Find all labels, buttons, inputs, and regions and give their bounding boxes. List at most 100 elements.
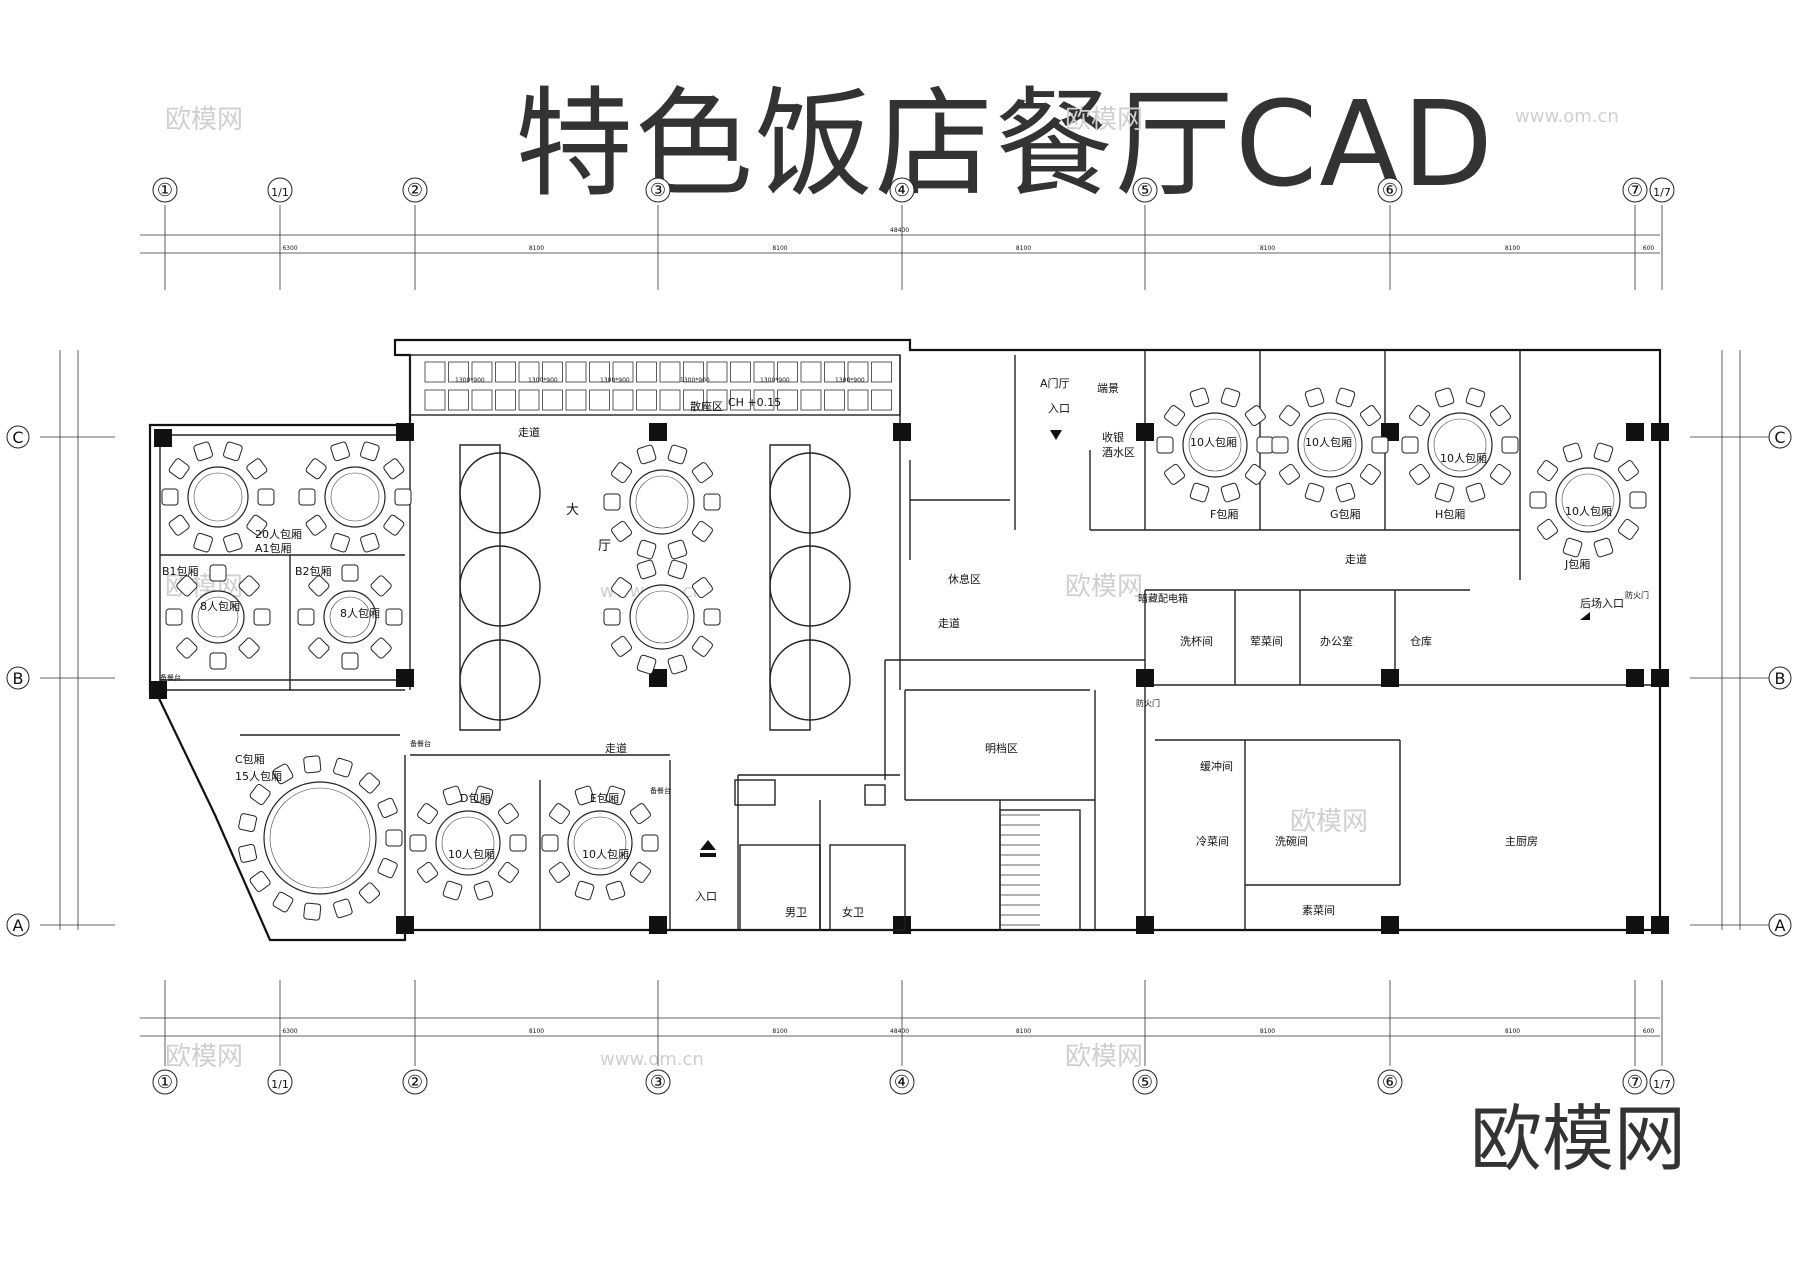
chair bbox=[193, 441, 213, 462]
room-label: A1包厢 bbox=[255, 542, 292, 555]
svg-text:1/7: 1/7 bbox=[1653, 186, 1671, 199]
chair bbox=[305, 458, 327, 480]
room-label: 备餐台 bbox=[410, 739, 431, 748]
chair bbox=[409, 834, 427, 852]
grid-axis-marker: ① bbox=[152, 177, 178, 203]
chair bbox=[1629, 491, 1647, 509]
watermark: 欧模网 bbox=[1065, 1042, 1143, 1072]
room-label: 暗藏配电箱 bbox=[1138, 592, 1188, 605]
room-label: 走道 bbox=[938, 616, 960, 630]
structural-column bbox=[1626, 423, 1644, 441]
room-label: 大 bbox=[566, 503, 579, 518]
chair bbox=[341, 652, 359, 670]
svg-text:①: ① bbox=[157, 180, 173, 201]
svg-text:⑥: ⑥ bbox=[1382, 1072, 1398, 1093]
dim-total: 48400 bbox=[890, 227, 909, 234]
chair bbox=[1335, 482, 1356, 503]
round-table bbox=[603, 559, 721, 675]
grid-axis-marker: ③ bbox=[645, 1069, 671, 1095]
grid-axis-marker: ⑥ bbox=[1377, 177, 1403, 203]
room-label: 仓库 bbox=[1410, 634, 1432, 648]
chair bbox=[611, 520, 633, 542]
room-label: B2包厢 bbox=[295, 565, 332, 578]
room-label: B1包厢 bbox=[162, 565, 199, 578]
watermark: 欧模网 bbox=[165, 105, 243, 135]
staircase bbox=[999, 809, 1081, 931]
room-label: G包厢 bbox=[1330, 508, 1361, 521]
room-label: 8人包厢 bbox=[200, 600, 240, 613]
chair bbox=[1189, 482, 1210, 503]
room-label: 走道 bbox=[605, 741, 627, 755]
chair bbox=[1271, 436, 1289, 454]
chair bbox=[667, 539, 688, 560]
structural-column bbox=[1381, 916, 1399, 934]
room-label: 20人包厢 bbox=[255, 528, 302, 541]
svg-text:④: ④ bbox=[894, 1072, 910, 1093]
round-table bbox=[409, 785, 527, 901]
grid-axis-marker: ② bbox=[402, 177, 428, 203]
chair bbox=[308, 637, 330, 659]
round-table bbox=[1156, 387, 1274, 503]
chair bbox=[305, 514, 327, 536]
chair bbox=[298, 488, 316, 506]
dim-label: 8100 bbox=[1505, 1028, 1520, 1035]
room-label: 10人包厢 bbox=[1305, 436, 1352, 449]
chair bbox=[1279, 463, 1301, 485]
room-label: 走道 bbox=[1345, 552, 1367, 566]
chair bbox=[1164, 405, 1186, 427]
round-table bbox=[603, 444, 721, 560]
chair bbox=[377, 857, 398, 879]
room-label: D包厢 bbox=[460, 792, 490, 805]
chair bbox=[383, 514, 405, 536]
room-label: 10人包厢 bbox=[1565, 505, 1612, 518]
room-label: 洗杯间 bbox=[1180, 634, 1213, 648]
chair bbox=[249, 871, 271, 892]
chair bbox=[370, 637, 392, 659]
dim-label: 8100 bbox=[529, 1028, 544, 1035]
room-label: 休息区 bbox=[948, 572, 981, 586]
chair bbox=[257, 488, 275, 506]
svg-text:A: A bbox=[13, 916, 24, 935]
svg-text:1/1: 1/1 bbox=[271, 186, 289, 199]
svg-text:C: C bbox=[1774, 428, 1785, 447]
room-label: 15人包厢 bbox=[235, 770, 282, 783]
chair bbox=[333, 757, 353, 778]
chair bbox=[667, 559, 688, 580]
round-table bbox=[298, 441, 412, 553]
chair bbox=[341, 564, 359, 582]
chair bbox=[238, 813, 258, 833]
chair bbox=[1434, 387, 1455, 408]
grid-axis-marker: A bbox=[6, 913, 30, 937]
chair bbox=[168, 458, 190, 480]
room-label: 厅 bbox=[598, 539, 611, 554]
chair bbox=[209, 652, 227, 670]
round-table bbox=[165, 564, 271, 670]
chair bbox=[370, 575, 392, 597]
room-label: 10人包厢 bbox=[448, 848, 495, 861]
chair bbox=[509, 834, 527, 852]
chair bbox=[249, 784, 271, 805]
dim-label: 8100 bbox=[1260, 1028, 1275, 1035]
room-label: 酒水区 bbox=[1102, 446, 1135, 459]
structural-column bbox=[1626, 669, 1644, 687]
structural-column bbox=[1651, 669, 1669, 687]
chair bbox=[1562, 537, 1583, 558]
chair bbox=[238, 637, 260, 659]
room-label: 防火门 bbox=[1625, 590, 1649, 600]
room-label: F包厢 bbox=[1210, 508, 1238, 521]
chair bbox=[611, 577, 633, 599]
structural-column bbox=[649, 669, 667, 687]
room-label: 10人包厢 bbox=[1440, 452, 1487, 465]
chair bbox=[176, 637, 198, 659]
chair bbox=[417, 861, 439, 883]
chair bbox=[303, 755, 322, 774]
chair bbox=[667, 654, 688, 675]
chair bbox=[1593, 442, 1614, 463]
chair bbox=[691, 635, 713, 657]
chair bbox=[497, 803, 519, 825]
chair bbox=[1220, 482, 1241, 503]
watermark: www.om.cn bbox=[600, 1049, 704, 1070]
room-label: 入口 bbox=[695, 890, 717, 903]
chair bbox=[1401, 436, 1419, 454]
chair bbox=[611, 462, 633, 484]
